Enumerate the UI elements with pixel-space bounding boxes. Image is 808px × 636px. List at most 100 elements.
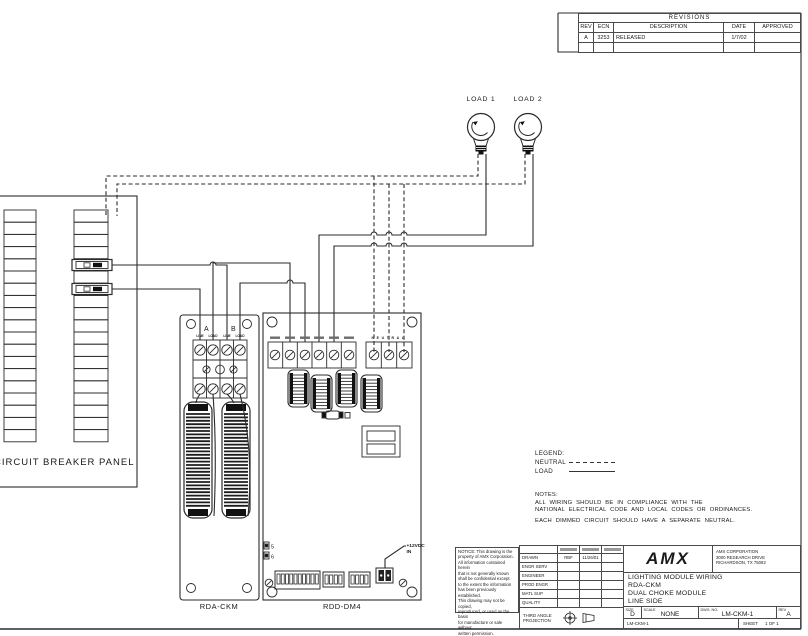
legend-neutral-row: NEUTRAL [535, 458, 615, 467]
signoff-header-smudge [604, 548, 621, 551]
ckm-terminal-label-line1: LINE [196, 334, 203, 338]
breaker-toggles [71, 258, 113, 296]
load1-label: LOAD 1 [467, 96, 496, 103]
signoff-row-drawn: DRAWN RBF 11/26/01 [520, 554, 623, 563]
dm4-load-terminal-block [267, 341, 357, 369]
cad-file-name: LM-CKM-1 [624, 619, 739, 628]
notice-line: that is not generally known [458, 570, 509, 576]
note-line-1: ALL WIRING SHOULD BE IN COMPLIANCE WITH … [535, 499, 703, 506]
ckm-internal-wires [195, 393, 251, 517]
company-info: AMX CORPORATION 3000 RESEARCH DRIVE RICH… [712, 546, 800, 572]
size-cell: SIZE D [624, 607, 642, 618]
description-value: RELEASED [614, 33, 724, 42]
rev-value: A [579, 33, 594, 42]
size-scale-row: SIZE D SCALE NONE DWG. NO. LM-CKM-1 REV … [624, 606, 800, 618]
col-ecn: ECN [594, 23, 614, 32]
ckm-module-label: RDA-CKM [200, 602, 239, 611]
third-angle-projection-icon [563, 611, 595, 625]
col-description: DESCRIPTION [614, 23, 724, 32]
notice-line: written permission. [458, 630, 494, 636]
legend-title: LEGEND: [535, 450, 565, 457]
date-value: 1/7/02 [724, 33, 755, 42]
revisions-header-row: REV ECN DESCRIPTION DATE APPROVED [579, 23, 800, 32]
revisions-table: REVISIONS REV ECN DESCRIPTION DATE APPRO… [578, 13, 801, 53]
approved-value [755, 33, 800, 42]
notice-line: property of AMX Corporation. [458, 554, 514, 560]
signoff-header-smudge [560, 548, 577, 551]
dm4-module-label: RDD-DM4 [323, 602, 361, 611]
load-wires [112, 154, 534, 342]
notice-line: reproduced, or used as the basis [458, 608, 510, 620]
company-name: AMX CORPORATION [716, 549, 759, 554]
signoff-row-matl-sup: MATL SUP [520, 590, 623, 599]
notice-line: to the extent the information [458, 581, 512, 587]
ckm-choke-coils [183, 401, 251, 519]
drawing-title-line-3: DUAL CHOKE MODULE [628, 590, 707, 598]
dm4-toroid-chokes [287, 369, 383, 413]
col-date: DATE [724, 23, 755, 32]
dm4-fuse [321, 410, 351, 420]
signoff-header-row [520, 546, 623, 554]
size-value: D [630, 611, 635, 618]
legend: LEGEND: NEUTRAL LOAD [535, 449, 615, 476]
note-line-3: EACH DIMMED CIRCUIT SHOULD HAVE A SEPARA… [535, 517, 735, 524]
legend-load-label: LOAD [535, 468, 554, 475]
title-block: DRAWN RBF 11/26/01 ENGR SERV ENGINEER PR… [519, 545, 801, 629]
drawing-title-line-1: LIGHTING MODULE WIRING [628, 574, 723, 581]
panel-label: CIRCUIT BREAKER PANEL [0, 457, 134, 468]
signoff-header-smudge [582, 548, 599, 551]
ckm-terminal-label-load1: LOAD [208, 334, 218, 338]
legend-load-row: LOAD [535, 467, 615, 476]
dm4-bottom-connectors [274, 567, 394, 590]
rda-ckm-module: A B LINE LOAD LINE LOAD RDA-CKM [179, 314, 260, 611]
dm4-power-wire [384, 545, 406, 568]
notice-line: has been previously established. [458, 587, 497, 598]
rev-value: A [786, 611, 791, 618]
revision-row-a: A 3253 RELEASED 1/7/02 [579, 32, 800, 42]
signoff-table: DRAWN RBF 11/26/01 ENGR SERV ENGINEER PR… [520, 546, 624, 628]
projection-cell: THIRD ANGLE PROJECTION [520, 608, 623, 628]
rdd-dm4-module: NEUTRAL 5 6 +12VDC IN RDD-DM4 [262, 312, 426, 611]
notice-line: All information contained herein [458, 559, 506, 571]
circuit-breaker-panel: CIRCUIT BREAKER PANEL [0, 195, 138, 488]
title-block-right: AMX AMX CORPORATION 3000 RESEARCH DRIVE … [624, 546, 800, 628]
breaker-slots [3, 209, 109, 443]
dm4-led6-label: 6 [271, 555, 274, 561]
sheet-frame [0, 12, 802, 630]
notice-line: NOTICE: This drawing is the [458, 549, 513, 554]
signoff-row-prod-engr: PROD ENGR [520, 581, 623, 590]
sheet-cell: SHEET 1 OF 1 [739, 619, 800, 628]
signoff-row-engr-serv: ENGR SERV [520, 563, 623, 572]
note-line-2: NATIONAL ELECTRICAL CODE AND LOCAL CODES… [535, 507, 753, 514]
legend-neutral-label: NEUTRAL [535, 459, 566, 466]
load2-label: LOAD 2 [514, 96, 543, 103]
dwg-no-value: LM-CKM-1 [721, 611, 754, 618]
drawing-title: LIGHTING MODULE WIRING RDA-CKM DUAL CHOK… [624, 573, 800, 606]
notice-line: for manufacture or sale without [458, 619, 503, 631]
drawing-title-line-2: RDA-CKM [628, 582, 662, 590]
revision-row-empty [579, 42, 800, 52]
ckm-terminal-screws [194, 344, 246, 395]
company-address-1: 3000 RESEARCH DRIVE [716, 554, 765, 560]
dm4-power-in-label: IN [407, 549, 412, 555]
col-rev: REV [579, 23, 594, 32]
drawing-title-line-4: LINE SIDE [628, 598, 663, 606]
company-address-2: RICHARDSON, TX 75082 [716, 560, 766, 566]
ecn-value: 3253 [594, 33, 614, 42]
notice-box: NOTICE: This drawing is the property of … [455, 547, 519, 636]
sheet-label: SHEET [743, 621, 759, 626]
notes: NOTES: ALL WIRING SHOULD BE IN COMPLIANC… [535, 492, 752, 525]
dm4-led-indicators [263, 541, 270, 560]
scale-value: NONE [660, 611, 680, 618]
file-sheet-row: LM-CKM-1 SHEET 1 OF 1 [624, 618, 800, 628]
ckm-terminal-label-load2: LOAD [235, 334, 245, 338]
legend-load-sample-line [569, 471, 615, 472]
dm4-power-label: +12VDC [407, 543, 426, 549]
ckm-terminal-label-line2: LINE [223, 334, 230, 338]
dm4-neutral-label: NEUTRAL [372, 336, 407, 340]
notice-line: This drawing may not be copied, [458, 598, 505, 609]
signoff-row-engineer: ENGINEER [520, 572, 623, 581]
notes-title: NOTES: [535, 492, 558, 498]
